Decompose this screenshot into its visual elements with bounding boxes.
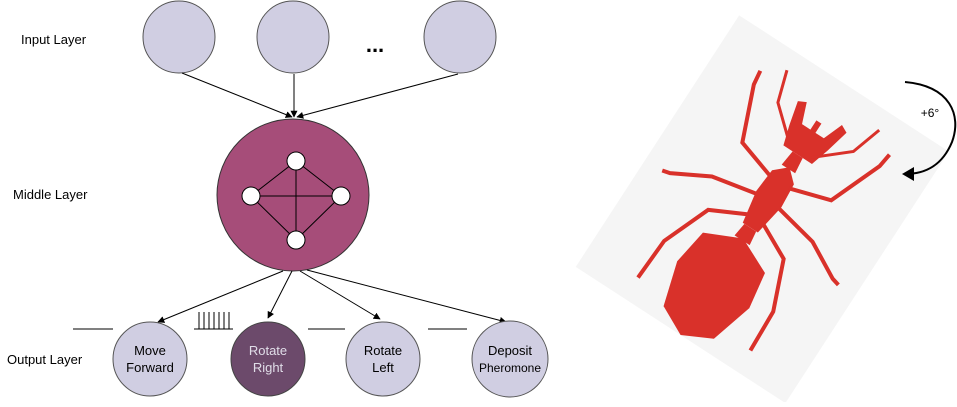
inner-node-left — [241, 186, 261, 206]
input-layer-label: Input Layer — [21, 32, 87, 47]
middle-layer-label: Middle Layer — [13, 187, 88, 202]
rotation-arrowhead — [902, 167, 914, 181]
output-label-move-forward-line1: Move — [134, 343, 166, 358]
output-label-deposit-pheromone-line1: Deposit — [488, 343, 532, 358]
output-layer-label: Output Layer — [7, 352, 83, 367]
ant-illustration — [575, 15, 949, 404]
inner-node-top — [286, 151, 306, 171]
middle-to-output-edges — [157, 269, 507, 324]
input-to-middle-edges — [181, 72, 459, 119]
rotation-arrow: +6° — [902, 81, 957, 181]
middle-node — [216, 118, 370, 272]
rotation-label: +6° — [921, 106, 940, 120]
edge-input-n-middle — [296, 73, 459, 119]
spike-train — [194, 312, 233, 330]
edge-middle-output-1 — [157, 270, 284, 323]
edge-middle-output-2 — [267, 270, 293, 319]
ellipsis: ... — [366, 32, 384, 57]
input-node-2 — [256, 0, 330, 74]
output-label-move-forward-line2: Forward — [126, 360, 174, 375]
inner-node-bottom — [286, 230, 306, 250]
output-label-deposit-pheromone-line2: Pheromone — [479, 361, 541, 375]
output-label-rotate-right-line2: Right — [253, 360, 284, 375]
signal-lines — [73, 312, 467, 330]
output-label-rotate-left-line1: Rotate — [364, 343, 402, 358]
output-node-deposit-pheromone — [471, 320, 549, 398]
input-node-1 — [142, 0, 216, 74]
output-node-rotate-right — [230, 321, 306, 397]
output-label-rotate-left-line2: Left — [372, 360, 394, 375]
edge-middle-output-4 — [306, 269, 507, 324]
middle-layer — [216, 118, 370, 272]
edge-input-1-middle — [181, 72, 293, 118]
output-node-rotate-left — [345, 321, 421, 397]
inner-network — [250, 160, 342, 241]
output-layer: Move Forward Rotate Right Rotate Left De… — [112, 320, 549, 398]
inner-node-right — [331, 186, 351, 206]
output-label-rotate-right-line1: Rotate — [249, 343, 287, 358]
edge-middle-output-3 — [299, 270, 381, 320]
output-node-move-forward — [112, 321, 188, 397]
input-layer: ... — [142, 0, 497, 74]
input-node-n — [423, 0, 497, 74]
